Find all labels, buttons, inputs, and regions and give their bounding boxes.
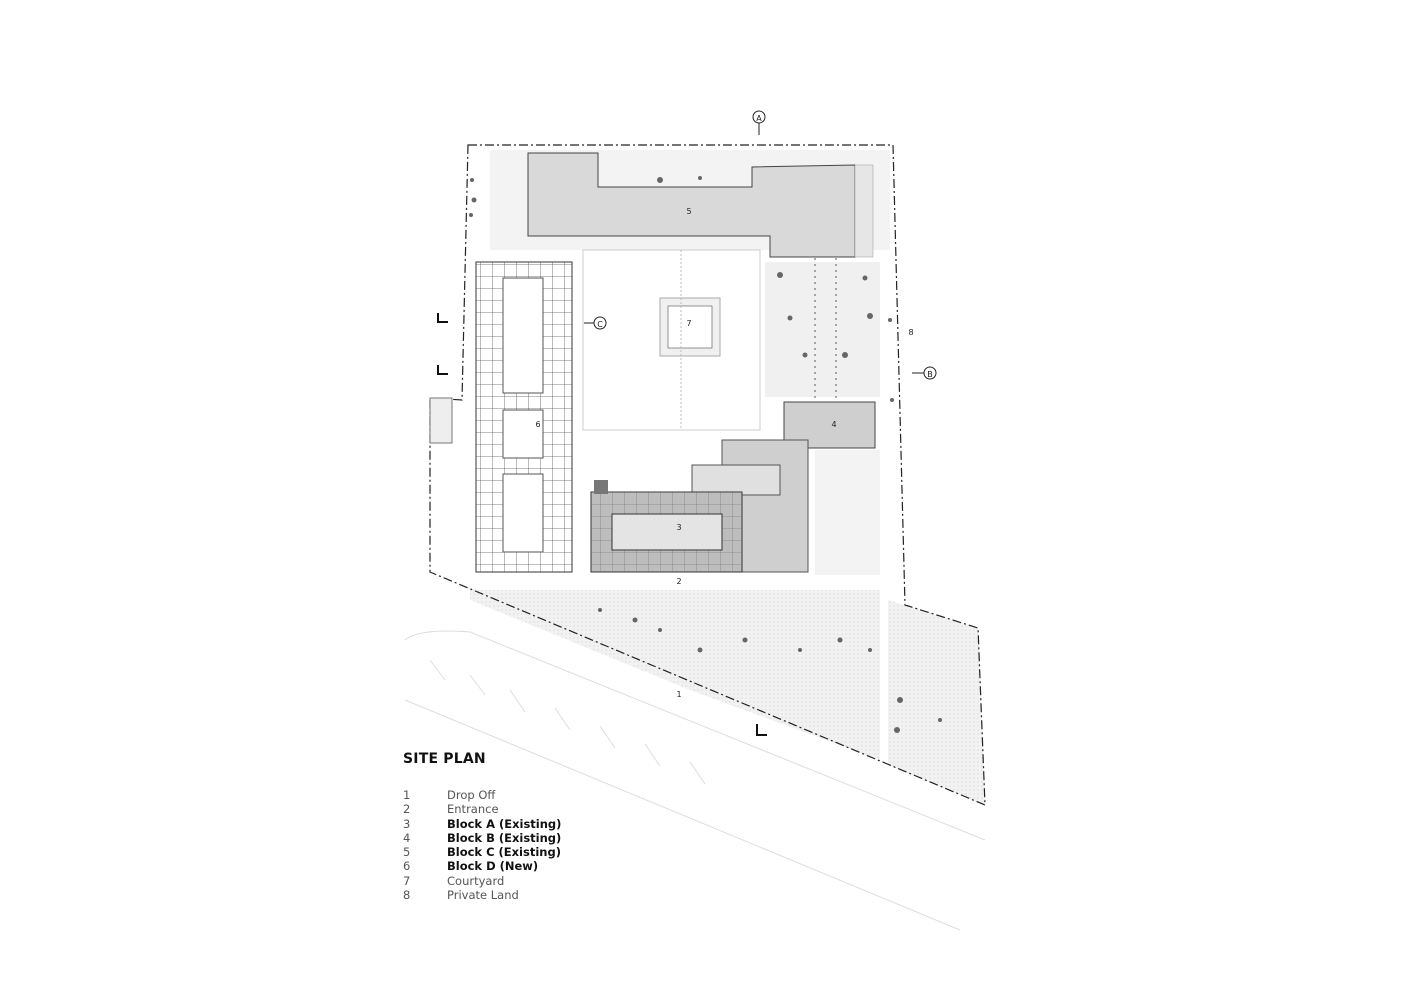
label-block-b: 4 <box>831 420 836 429</box>
svg-text:C: C <box>597 320 603 329</box>
legend-item: 4 Block B (Existing) <box>403 831 561 845</box>
svg-text:B: B <box>927 370 933 379</box>
legend-num: 6 <box>403 859 411 874</box>
legend-num: 4 <box>403 830 411 845</box>
legend-label: Entrance <box>447 802 499 817</box>
legend-num: 7 <box>403 873 411 888</box>
legend-num: 2 <box>403 802 411 817</box>
legend-item: 2 Entrance <box>403 802 561 816</box>
label-block-a: 3 <box>676 523 681 532</box>
label-entrance: 2 <box>676 577 681 586</box>
legend-label: Block A (Existing) <box>447 816 562 831</box>
legend-num: 1 <box>403 788 411 802</box>
section-marker-a: A <box>752 110 766 135</box>
legend-item: 8 Private Land <box>403 888 561 902</box>
trees <box>469 176 942 733</box>
label-courtyard: 7 <box>686 319 691 328</box>
legend-item: 3 Block A (Existing) <box>403 817 561 831</box>
section-marker-c: C <box>584 316 607 330</box>
page-title: SITE PLAN <box>403 751 486 767</box>
label-drop-off: 1 <box>676 690 681 699</box>
label-block-d: 6 <box>535 420 540 429</box>
legend-num: 8 <box>403 888 411 903</box>
legend-label: Courtyard <box>447 873 505 888</box>
section-cut-marks <box>437 313 767 736</box>
legend-label: Block D (New) <box>447 859 539 874</box>
svg-text:A: A <box>756 114 762 123</box>
legend-item: 5 Block C (Existing) <box>403 845 561 859</box>
section-marker-b: B <box>912 366 937 380</box>
legend-label: Drop Off <box>447 788 496 802</box>
label-block-c: 5 <box>686 207 691 216</box>
legend-item: 1 Drop Off <box>403 788 561 802</box>
site-boundary <box>429 144 986 806</box>
legend-label: Private Land <box>447 888 519 903</box>
block-a-building <box>590 439 809 573</box>
label-private-land: 8 <box>908 328 913 337</box>
legend-item: 7 Courtyard <box>403 874 561 888</box>
legend-label: Block C (Existing) <box>447 845 561 860</box>
legend-item: 6 Block D (New) <box>403 859 561 873</box>
parking-road <box>404 630 986 931</box>
legend-num: 3 <box>403 816 411 831</box>
legend-num: 5 <box>403 845 411 860</box>
legend-label: Block B (Existing) <box>447 830 562 845</box>
block-d-building <box>475 261 573 573</box>
